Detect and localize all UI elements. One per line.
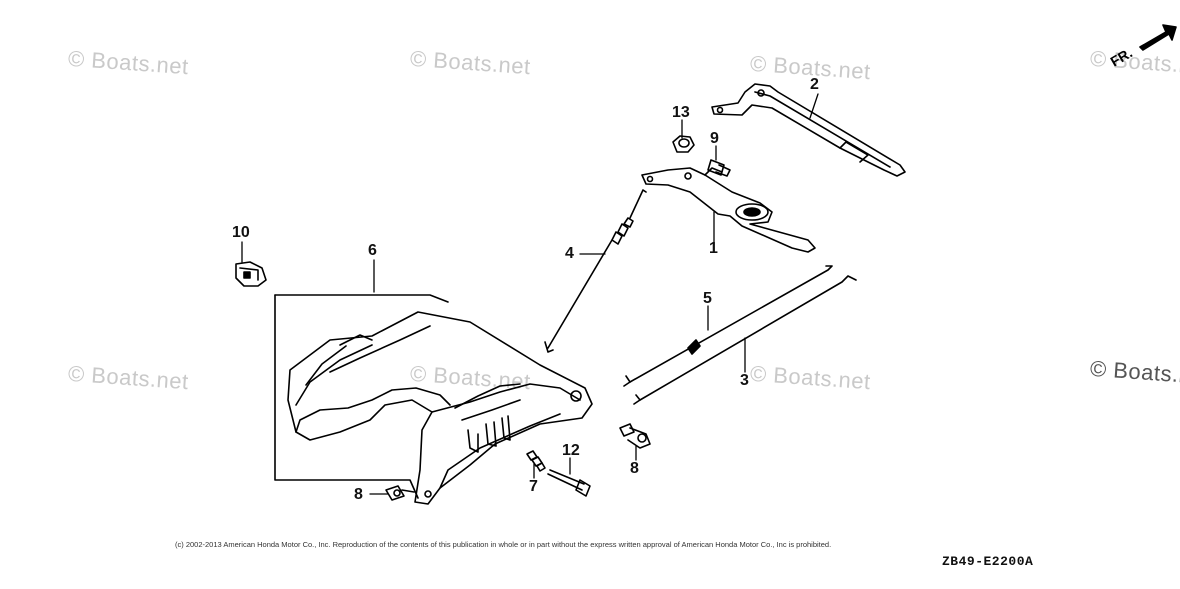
part-4-cable <box>544 189 647 353</box>
diagram-code-id: ZB49-E2200 <box>942 554 1026 569</box>
callout-5: 5 <box>703 290 712 307</box>
callout-6: 6 <box>368 242 377 259</box>
callout-10: 10 <box>232 224 250 241</box>
part-13-nut <box>672 135 695 153</box>
callout-3: 3 <box>740 372 749 389</box>
callout-8-right: 8 <box>630 460 639 477</box>
leader-lines <box>241 93 819 495</box>
callout-1: 1 <box>709 240 718 257</box>
callout-9: 9 <box>710 130 719 147</box>
callout-8-left: 8 <box>354 486 363 503</box>
diagram-code: ZB49-E2200A <box>942 554 1033 569</box>
part-12-bolt <box>547 469 591 497</box>
copyright-notice: (c) 2002-2013 American Honda Motor Co., … <box>175 540 832 549</box>
part-8-bolt-left <box>385 485 415 501</box>
callout-2: 2 <box>810 76 819 93</box>
part-10-clip <box>235 261 267 287</box>
callout-4: 4 <box>565 245 574 262</box>
callout-7: 7 <box>529 478 538 495</box>
part-9-bolt <box>707 159 731 177</box>
front-arrow-icon <box>1139 24 1177 51</box>
callout-13: 13 <box>672 104 690 121</box>
part-3-rod <box>623 265 857 405</box>
part-2-lever <box>711 83 906 177</box>
part-7-spring <box>526 450 546 472</box>
part-6-cover-assembly <box>274 294 593 505</box>
diagram-revision: A <box>1025 554 1034 569</box>
part-8-bolt-right <box>619 423 651 449</box>
part-1-lever <box>641 167 816 253</box>
callout-12: 12 <box>562 442 580 459</box>
